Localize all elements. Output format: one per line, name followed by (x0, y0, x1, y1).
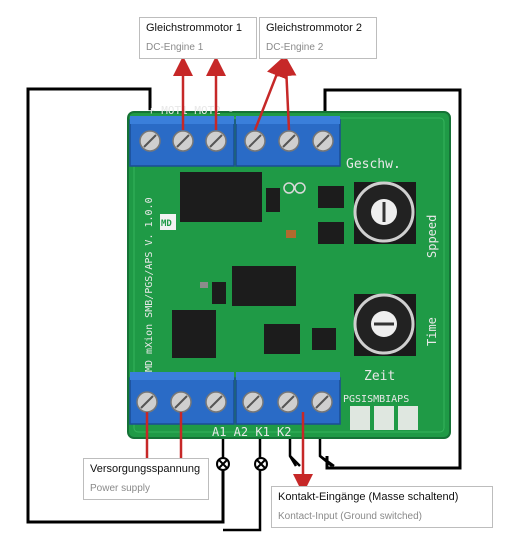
top-silkscreen: + MOT1 MOT2 - (148, 104, 234, 117)
md-logo (160, 214, 176, 230)
arrow-motor2-b (276, 56, 297, 131)
motor1-label-de: Gleichstrommotor 1 (146, 22, 242, 34)
wire-a2 (223, 420, 262, 532)
contact-label-de: Kontakt-Eingänge (Masse schaltend) (278, 491, 459, 503)
time-silkscreen: Time (425, 317, 439, 346)
motor1-label-en: DC-Engine 1 (146, 42, 204, 53)
geschw-silkscreen: Geschw. (346, 157, 401, 172)
lamp-symbol-a1 (216, 457, 230, 471)
wire-right-loop (323, 88, 462, 470)
power-label-de: Versorgungsspannung (90, 463, 201, 475)
lamp-symbol-a2 (254, 457, 268, 471)
k1-switch (289, 455, 301, 467)
zeit-silkscreen: Zeit (364, 369, 395, 384)
jumper-pads (350, 406, 418, 430)
motor2-label-de: Gleichstrommotor 2 (266, 22, 362, 34)
motor2-label: Gleichstrommotor 2 DC-Engine 2 (259, 17, 377, 59)
contact-label-en: Kontact-Input (Ground switched) (278, 511, 422, 522)
bottom-terminal-silkscreen: A1 A2 K1 K2 (212, 425, 291, 439)
speed-silkscreen: Sppeed (425, 215, 439, 258)
contact-label: Kontakt-Eingänge (Masse schaltend) Konta… (271, 486, 493, 528)
wire-left-loop (26, 87, 225, 524)
ic-chips (172, 172, 344, 358)
md-logo-text: MD (161, 219, 172, 229)
k2-switch (319, 454, 335, 468)
power-label-en: Power supply (90, 483, 151, 494)
time-potentiometer (353, 293, 416, 356)
model-codes-silkscreen: PGSISMBIAPS (343, 394, 409, 405)
motor1-label: Gleichstrommotor 1 DC-Engine 1 (139, 17, 257, 59)
power-label: Versorgungsspannung Power supply (83, 458, 209, 500)
arrow-motor2-a (253, 56, 286, 131)
side-silkscreen: MD mXion SMB/PGS/APS V. 1.0.0 (144, 197, 155, 372)
motor2-label-en: DC-Engine 2 (266, 42, 324, 53)
speed-potentiometer (353, 181, 416, 244)
